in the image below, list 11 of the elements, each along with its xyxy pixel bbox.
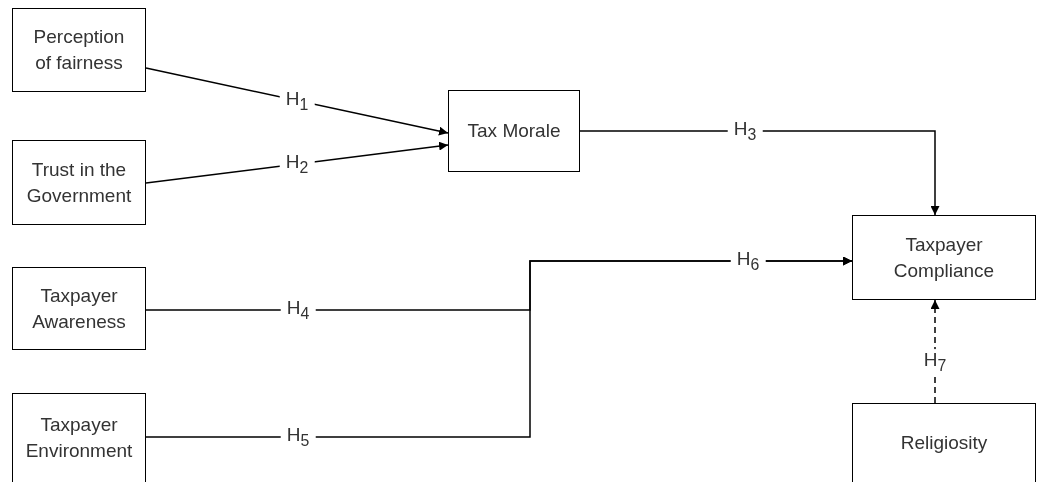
variable-box: Taxpayer Awareness	[12, 267, 146, 350]
arrow	[145, 67, 449, 136]
arrow	[145, 141, 449, 184]
arrow	[145, 256, 853, 438]
arrow	[579, 130, 940, 216]
variable-box: Perception of fairness	[12, 8, 146, 92]
variable-box: Religiosity	[852, 403, 1036, 482]
variable-box: Taxpayer Environment	[12, 393, 146, 482]
variable-box: Trust in the Government	[12, 140, 146, 225]
variable-box: Taxpayer Compliance	[852, 215, 1036, 300]
variable-box: Tax Morale	[448, 90, 580, 172]
